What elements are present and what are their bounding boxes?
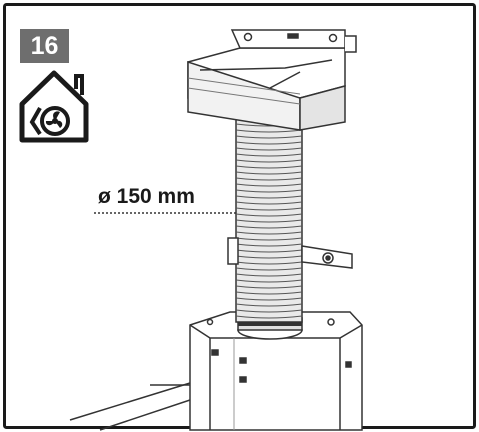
step-number-badge: 16 — [20, 29, 69, 63]
ceiling-bracket — [230, 29, 357, 53]
hose-rib — [235, 213, 303, 217]
hose-rib — [235, 249, 303, 253]
hose-rib — [235, 207, 303, 211]
hose-rib — [235, 135, 303, 139]
diameter-label: ø 150 mm — [98, 185, 195, 208]
hose-rib — [235, 189, 303, 193]
hose-rib — [235, 201, 303, 205]
hose-rib — [235, 279, 303, 283]
hose-rib — [235, 129, 303, 133]
hose-rib — [235, 231, 303, 235]
hose-rib — [235, 225, 303, 229]
hose-rib — [235, 147, 303, 151]
glass-canopy — [69, 382, 191, 431]
hose-rib — [235, 141, 303, 145]
hose-rib — [235, 171, 303, 175]
flexible-hose — [235, 117, 303, 323]
hose-rib — [235, 315, 303, 319]
hose-rib — [235, 291, 303, 295]
hose-rib — [235, 303, 303, 307]
hose-rib — [235, 165, 303, 169]
hose-rib — [235, 219, 303, 223]
hose-rib — [235, 273, 303, 277]
hose-rib — [235, 285, 303, 289]
hose-rib — [235, 309, 303, 313]
hose-rib — [235, 153, 303, 157]
hose-rib — [235, 255, 303, 259]
hose-rib — [235, 177, 303, 181]
duct-adapter — [187, 47, 346, 131]
house-recirculation-fan-icon — [19, 70, 89, 143]
hose-rib — [235, 243, 303, 247]
hose-rib — [235, 195, 303, 199]
hose-rib — [235, 297, 303, 301]
hose-rib — [235, 261, 303, 265]
hose-rib — [235, 267, 303, 271]
hose-rib — [235, 237, 303, 241]
hose-rib — [235, 159, 303, 163]
hood-body — [189, 311, 363, 431]
hose-bracket — [227, 237, 353, 269]
hose-rib — [235, 183, 303, 187]
